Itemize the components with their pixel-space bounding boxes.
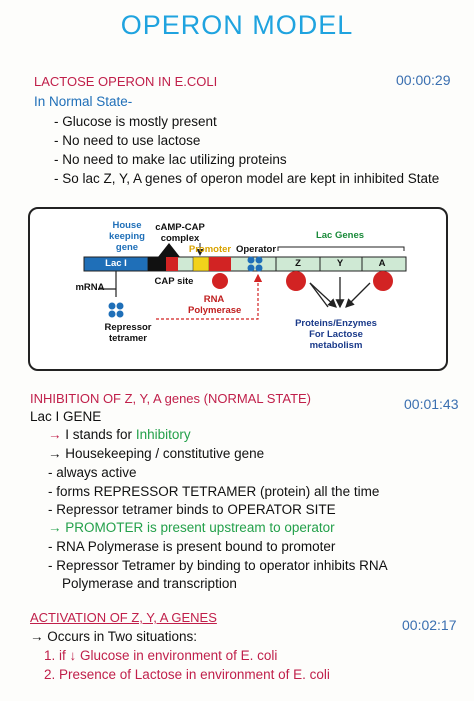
lac-genes-bracket: [277, 246, 405, 251]
protein-z: [286, 271, 306, 291]
camp-cap-triangle: [158, 243, 180, 257]
section2-item: - Repressor tetramer binds to OPERATOR S…: [48, 502, 336, 517]
section3-heading: ACTIVATION OF Z, Y, A GENES: [30, 610, 217, 625]
section2-item: - Repressor Tetramer by binding to opera…: [48, 558, 388, 573]
section2-subheading: Lac I GENE: [30, 409, 102, 424]
page-title: OPERON MODEL: [120, 10, 354, 40]
section1-heading: LACTOSE OPERON IN E.COLI: [34, 74, 218, 89]
section1-bullet: - No need to use lactose: [54, 133, 201, 148]
section2-item: - RNA Polymerase is present bound to pro…: [48, 539, 336, 554]
section2-item: → I stands for Inhibitory: [48, 427, 191, 442]
housekeeping-gene-label: House keeping gene: [109, 220, 145, 253]
rna-polymerase-shape: [212, 273, 228, 289]
camp-cap-label: cAMP-CAP complex: [155, 222, 205, 244]
operator-repressor: [247, 256, 263, 272]
section1-timestamp[interactable]: 00:00:29: [396, 72, 451, 88]
cap-site-label: CAP site: [154, 276, 194, 287]
promoter-segment: [192, 256, 210, 272]
proteins-enzymes-label: Proteins/Enzymes For Lactose metabolism: [295, 318, 377, 351]
gene-y-label: Y: [336, 258, 344, 269]
section2-heading: INHIBITION OF Z, Y, A genes (NORMAL STAT…: [30, 391, 312, 406]
section2-timestamp[interactable]: 00:01:43: [404, 396, 459, 412]
repressor-tetramer-shape: [108, 302, 124, 318]
section3-timestamp[interactable]: 00:02:17: [402, 617, 457, 633]
lac-genes-label: Lac Genes: [315, 230, 365, 241]
section1-bullet: - So lac Z, Y, A genes of operon model a…: [54, 171, 440, 186]
rna-polymerase-label: RNA Polymerase: [188, 294, 242, 316]
section2-item: Polymerase and transcription: [62, 576, 237, 591]
repressor-tetramer-label: Repressor tetramer: [104, 322, 152, 344]
cap-site-red: [166, 257, 178, 271]
section2-item: - always active: [48, 465, 137, 480]
gene-a-label: A: [378, 258, 386, 269]
section1-bullet: - No need to make lac utilizing proteins: [54, 152, 287, 167]
gene-z-label: Z: [295, 258, 301, 269]
polymerase-site: [209, 257, 231, 271]
section3-item: 2. Presence of Lactose in environment of…: [44, 667, 330, 682]
promoter-label: Promoter: [188, 244, 232, 255]
protein-a: [373, 271, 393, 291]
repressor-path: [156, 273, 263, 320]
operon-diagram-graphics: [83, 243, 407, 320]
section3-item: 1. if ↓ Glucose in environment of E. col…: [44, 648, 278, 663]
section3-intro: → Occurs in Two situations:: [30, 629, 198, 644]
operator-label: Operator: [235, 244, 277, 255]
section2-item: → PROMOTER is present upstream to operat…: [48, 520, 335, 535]
cap-site-black: [148, 257, 166, 271]
mrna-label: mRNA: [75, 282, 105, 293]
section2-item: → Housekeeping / constitutive gene: [48, 446, 265, 461]
section1-subheading: In Normal State-: [34, 94, 133, 109]
section2-item: - forms REPRESSOR TETRAMER (protein) all…: [48, 484, 380, 499]
lac-i-label: Lac I: [105, 258, 127, 269]
section1-bullet: - Glucose is mostly present: [54, 114, 217, 129]
